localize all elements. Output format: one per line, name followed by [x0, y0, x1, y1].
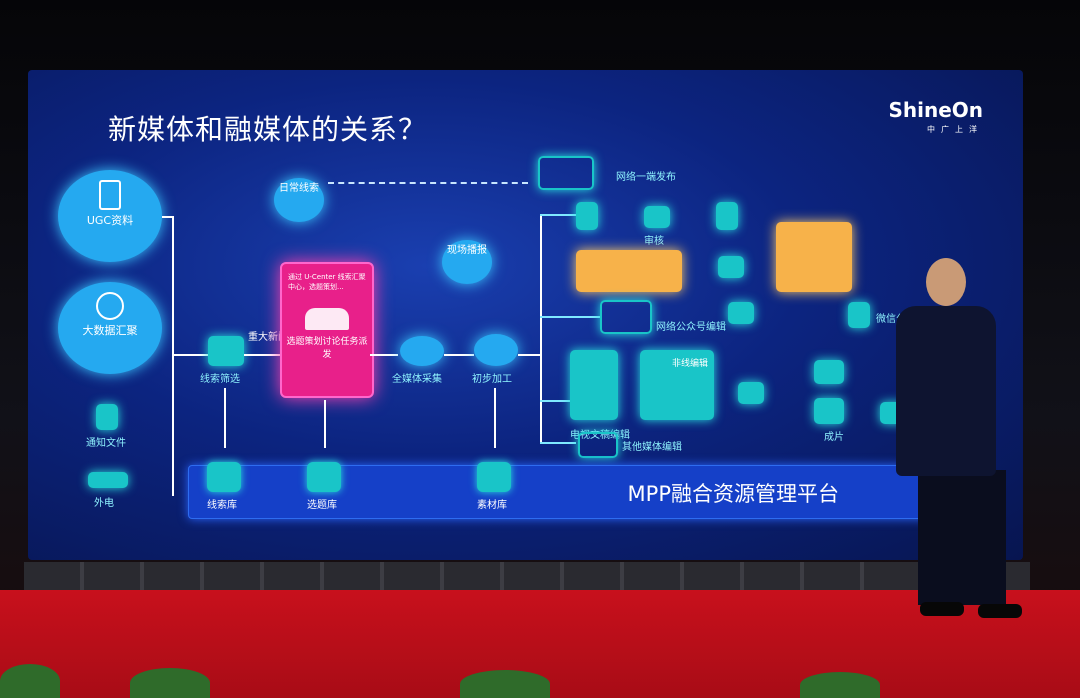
connector: [172, 216, 174, 496]
process-label: 初步加工: [472, 374, 512, 385]
connector: [540, 214, 576, 216]
user-icon: [644, 206, 670, 228]
wechat-edit-label: 网络公众号编辑: [656, 322, 726, 333]
tablet-icon: [848, 302, 870, 328]
bigdata-label: 大数据汇聚: [82, 324, 138, 337]
cloud-gear-icon: [474, 334, 518, 366]
connector: [244, 354, 280, 356]
user-icon: [738, 382, 764, 404]
orange-panel: [576, 250, 682, 292]
database-icon: [477, 462, 511, 492]
ugc-circle: UGC资料: [58, 170, 162, 262]
document-icon: [96, 404, 118, 430]
connector: [540, 214, 542, 444]
connector: [224, 388, 226, 448]
presenter-body: [896, 306, 996, 476]
presenter-shoe: [978, 604, 1022, 618]
ucenter-text: 通过 U-Center 线索汇聚中心，选题策划...: [288, 273, 366, 291]
review-label: 审核: [644, 236, 664, 247]
presenter-legs: [918, 470, 1006, 605]
user-icon: [718, 256, 744, 278]
major-news-label: 重大新闻: [248, 332, 288, 343]
connector: [518, 354, 540, 356]
globe-icon: [96, 292, 124, 320]
connector: [540, 442, 576, 444]
wechat-monitor-icon: [600, 300, 652, 334]
filter-icon: [208, 336, 244, 366]
shineon-logo: ShineOn 中广上洋: [888, 98, 983, 135]
plant: [800, 672, 880, 698]
monitor-icon: [538, 156, 594, 190]
projection-screen: 新媒体和融媒体的关系？ ShineOn 中广上洋 UGC资料 大数据汇聚 通知文…: [28, 70, 1023, 560]
presenter-shoe: [920, 602, 964, 616]
db-label-2: 选题库: [307, 500, 337, 511]
pc-publish-label: 网络一端发布: [616, 172, 676, 183]
connector: [162, 216, 172, 218]
slide-title: 新媒体和融媒体的关系？: [108, 113, 428, 146]
database-icon: [307, 462, 341, 492]
database-icon: [207, 462, 241, 492]
tablet-icon: [716, 202, 738, 230]
connector: [540, 400, 570, 402]
film-icon: [814, 398, 844, 424]
editing-label: 非线编辑: [671, 359, 708, 369]
ugc-label: UGC资料: [86, 214, 134, 227]
ucenter-box: 通过 U-Center 线索汇聚中心，选题策划... 选题策划讨论任务派发: [280, 262, 374, 398]
dashed-connector: [328, 182, 528, 184]
connector: [324, 400, 326, 448]
scene-circle: 现场播报: [442, 240, 492, 284]
script-icon: [570, 350, 618, 420]
db-label-1: 线索库: [207, 500, 237, 511]
db-label-3: 素材库: [477, 500, 507, 511]
tablet-icon: [576, 202, 598, 230]
connector: [540, 316, 600, 318]
external-label: 外电: [94, 498, 114, 509]
daily-circle: 日常线索: [274, 178, 324, 222]
other-edit-label: 其他媒体编辑: [622, 442, 682, 453]
connector: [172, 354, 208, 356]
chat-icon: [400, 336, 444, 366]
film-label: 成片: [824, 432, 844, 443]
monitor-icon: [578, 432, 618, 458]
connector: [370, 354, 398, 356]
user-icon: [728, 302, 754, 324]
play-icon: [814, 360, 844, 384]
collect-label: 线索筛选: [200, 374, 240, 385]
connector: [494, 388, 496, 448]
plant: [130, 668, 210, 698]
battery-icon: [88, 472, 128, 488]
stage-edge: [24, 562, 1030, 590]
notice-label: 通知文件: [86, 438, 126, 449]
logo-main-text: ShineOn: [888, 98, 983, 122]
orange-device-panel: [776, 222, 852, 292]
presenter-head: [926, 258, 966, 306]
plant: [0, 664, 60, 698]
allmedia-label: 全媒体采集: [392, 374, 442, 385]
tv-edit-label: 电视文稿编辑: [570, 430, 630, 441]
connector: [444, 354, 474, 356]
mpp-platform-bar: 线索库 选题库 素材库 MPP融合资源管理平台: [188, 462, 960, 519]
platform-label: MPP融合资源管理平台: [627, 482, 839, 506]
people-icon: [305, 308, 349, 330]
editing-panel: 非线编辑: [640, 350, 714, 420]
logo-sub-text: 中广上洋: [927, 125, 983, 134]
ucenter-label: 选题策划讨论任务派发: [286, 337, 368, 360]
phone-icon: [99, 180, 121, 210]
plant: [460, 670, 550, 698]
bigdata-circle: 大数据汇聚: [58, 282, 162, 374]
